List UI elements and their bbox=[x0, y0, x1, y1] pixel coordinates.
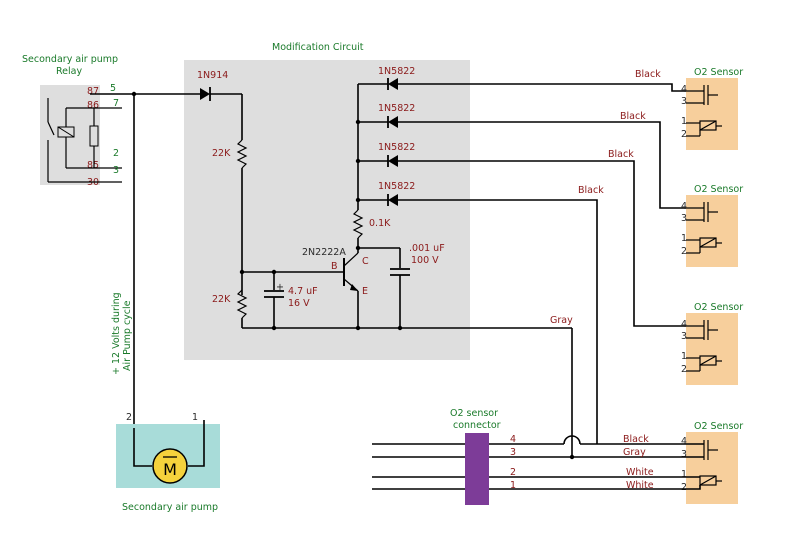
connector-label-line2: connector bbox=[453, 420, 501, 431]
transistor-name: 2N2222A bbox=[302, 247, 346, 258]
o2-sensor-3-pin-4: 4 bbox=[681, 319, 687, 330]
o2-sensor-2-pin-4: 4 bbox=[681, 201, 687, 212]
wire-label-white-2: White bbox=[626, 480, 654, 491]
diode-1n5822-3-label: 1N5822 bbox=[378, 142, 415, 153]
transistor-collector-label: C bbox=[362, 256, 369, 267]
voltage-note-line2: Air Pump cycle bbox=[122, 300, 133, 371]
diode-1n914-label: 1N914 bbox=[197, 70, 228, 81]
o2-sensor-1-label: O2 Sensor bbox=[694, 67, 743, 78]
relay-pin-86: 86 bbox=[87, 100, 99, 111]
wire-label-black-1: Black bbox=[635, 69, 661, 80]
resistor-r1-label: 22K bbox=[212, 148, 231, 159]
diode-1n5822-1 bbox=[358, 78, 398, 90]
relay-label-line1: Secondary air pump bbox=[22, 54, 118, 65]
o2-sensor-4-pin-3: 3 bbox=[681, 449, 687, 460]
o2-sensor-4-pin-2: 2 bbox=[681, 482, 687, 493]
transistor-base-label: B bbox=[331, 261, 338, 272]
resistor-r2 bbox=[236, 289, 248, 319]
o2-sensor-2: O2 Sensor 4 3 1 2 bbox=[681, 184, 743, 267]
pump-pin-right: 1 bbox=[192, 412, 198, 423]
o2-sensor-2-pin-3: 3 bbox=[681, 213, 687, 224]
connector-label-line1: O2 sensor bbox=[450, 408, 498, 419]
o2-connector bbox=[465, 433, 489, 505]
connector-pin-4: 4 bbox=[510, 434, 516, 445]
o2-sensor-1-pin-2: 2 bbox=[681, 129, 687, 140]
wire-label-gray-bottom: Gray bbox=[623, 447, 646, 458]
relay-coil-symbol bbox=[47, 98, 122, 183]
o2-sensor-3-label: O2 Sensor bbox=[694, 302, 743, 313]
o2-sensor-3-pin-1: 1 bbox=[681, 351, 687, 362]
o2-sensor-2-label: O2 Sensor bbox=[694, 184, 743, 195]
voltage-note: + 12 Volts during Air Pump cycle bbox=[111, 292, 133, 375]
wire-label-black-3: Black bbox=[608, 149, 634, 160]
motor-symbol bbox=[152, 448, 188, 484]
diagram-title: Modification Circuit bbox=[272, 42, 364, 53]
o2-sensor-3-pin-3: 3 bbox=[681, 331, 687, 342]
wire-label-black-bottom: Black bbox=[623, 434, 649, 445]
resistor-r1 bbox=[236, 139, 248, 169]
diode-1n5822-2-label: 1N5822 bbox=[378, 103, 415, 114]
diode-1n5822-4-label: 1N5822 bbox=[378, 181, 415, 192]
o2-sensor-4-pin-4: 4 bbox=[681, 436, 687, 447]
relay-pin-number-5: 5 bbox=[110, 83, 116, 94]
o2-sensor-1-pin-1: 1 bbox=[681, 116, 687, 127]
resistor-r3 bbox=[352, 209, 364, 239]
transistor-emitter-label: E bbox=[362, 286, 368, 297]
capacitor-c2-value: .001 uF bbox=[409, 243, 445, 254]
transistor-2n2222a bbox=[343, 252, 359, 292]
capacitor-c2-voltage: 100 V bbox=[411, 255, 439, 266]
diode-1n5822-3 bbox=[358, 155, 398, 167]
pump-pin-left: 2 bbox=[126, 412, 132, 423]
connector-pin-2: 2 bbox=[510, 467, 516, 478]
diode-1n5822-1-label: 1N5822 bbox=[378, 66, 415, 77]
voltage-note-line1: + 12 Volts during bbox=[111, 292, 122, 375]
relay-pin-85: 85 bbox=[87, 160, 99, 171]
wire-label-white-1: White bbox=[626, 467, 654, 478]
o2-sensor-4: O2 Sensor 4 3 1 2 bbox=[681, 421, 743, 504]
relay-pin-number-3: 3 bbox=[113, 165, 119, 176]
wire-label-gray-top: Gray bbox=[550, 315, 573, 326]
o2-sensor-2-pin-1: 1 bbox=[681, 233, 687, 244]
capacitor-c1-value: 4.7 uF bbox=[288, 286, 318, 297]
capacitor-c1-voltage: 16 V bbox=[288, 298, 310, 309]
relay-pin-number-2: 2 bbox=[113, 148, 119, 159]
relay-label-line2: Relay bbox=[56, 66, 82, 77]
o2-sensor-2-pin-2: 2 bbox=[681, 246, 687, 257]
diode-1n5822-4 bbox=[358, 194, 398, 206]
motor-letter: M bbox=[163, 460, 177, 479]
o2-sensor-1-pin-3: 3 bbox=[681, 96, 687, 107]
o2-sensor-4-pin-1: 1 bbox=[681, 469, 687, 480]
o2-sensor-1-pin-4: 4 bbox=[681, 84, 687, 95]
resistor-r3-label: 0.1K bbox=[369, 218, 391, 229]
wire-label-black-2: Black bbox=[620, 111, 646, 122]
relay-pin-87: 87 bbox=[87, 86, 99, 97]
diode-1n5822-2 bbox=[358, 116, 398, 128]
connector-pin-3: 3 bbox=[510, 447, 516, 458]
connector-pin-1: 1 bbox=[510, 480, 516, 491]
wire-label-black-4: Black bbox=[578, 185, 604, 196]
modification-circuit-panel bbox=[184, 60, 470, 360]
capacitor-c1-polarity: + bbox=[276, 282, 284, 293]
o2-sensor-4-label: O2 Sensor bbox=[694, 421, 743, 432]
o2-sensor-3-pin-2: 2 bbox=[681, 364, 687, 375]
o2-sensor-3: O2 Sensor 4 3 1 2 bbox=[681, 302, 743, 385]
relay-pin-number-7: 7 bbox=[113, 98, 119, 109]
o2-sensor-1: O2 Sensor 4 3 1 2 bbox=[681, 67, 743, 150]
air-pump-label: Secondary air pump bbox=[122, 502, 218, 513]
resistor-r2-label: 22K bbox=[212, 294, 231, 305]
